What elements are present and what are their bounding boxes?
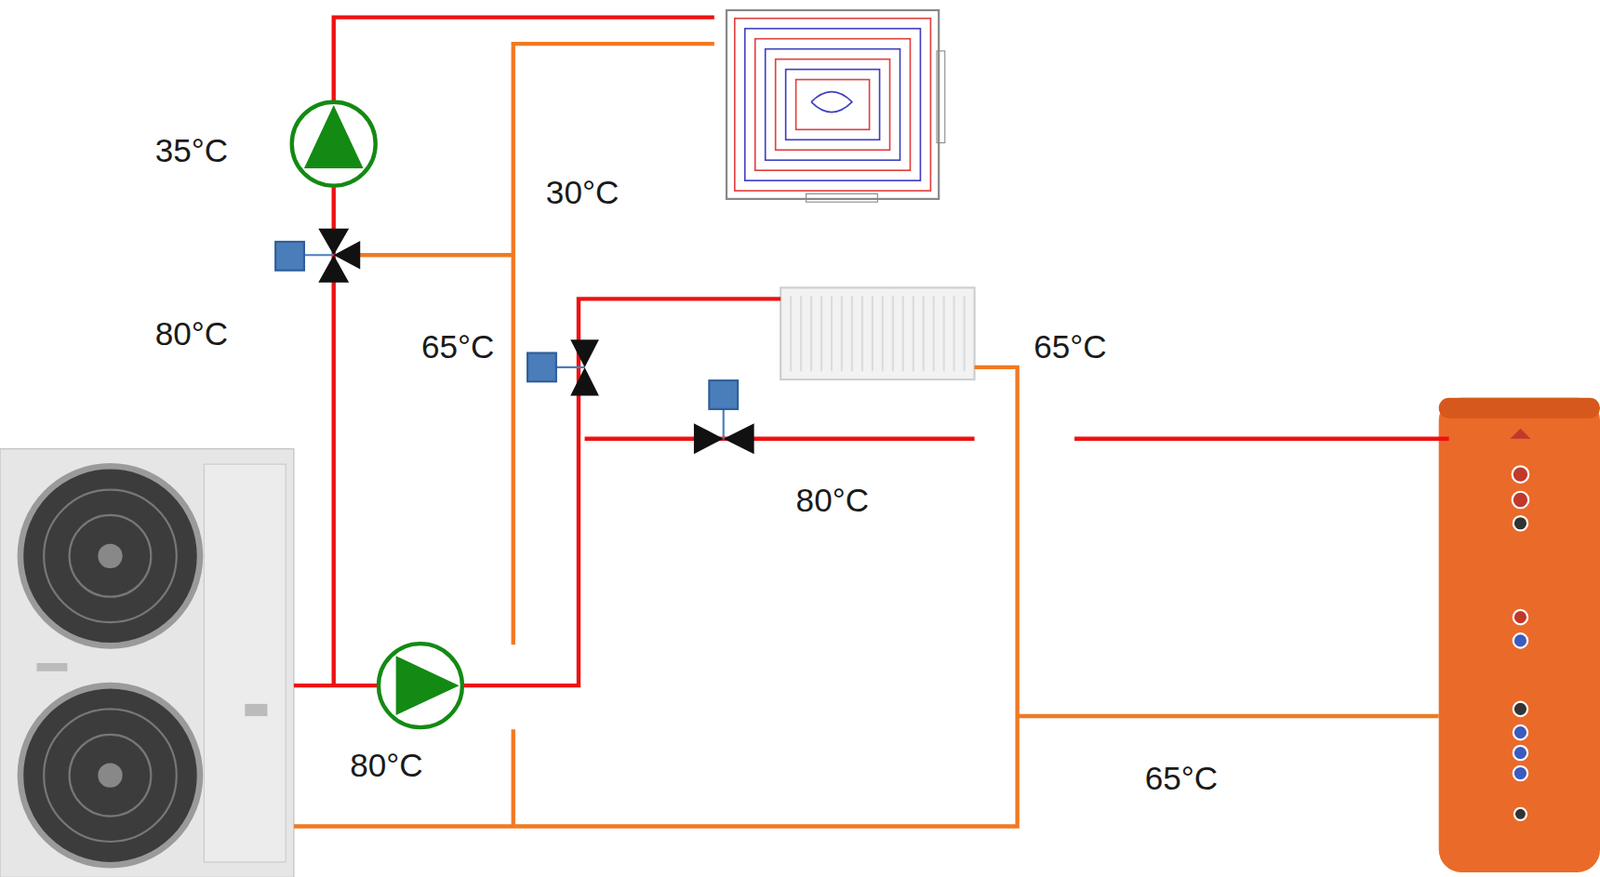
floor-heating	[726, 10, 946, 202]
storage-tank	[1439, 398, 1600, 873]
radiator	[780, 287, 974, 380]
temperature-label: 80°C	[349, 747, 423, 785]
temperature-label: 65°C	[1033, 329, 1107, 366]
return-pipes	[293, 43, 1440, 827]
temperature-label: 65°C	[421, 329, 494, 366]
temperature-label: 30°C	[546, 175, 619, 213]
temperature-label: 80°C	[796, 482, 869, 520]
temperature-label: 80°C	[155, 316, 228, 353]
temperature-label: 35°C	[155, 133, 228, 171]
heat-pump-unit	[0, 449, 294, 877]
valve-symbol	[275, 228, 754, 454]
supply-pipes	[293, 17, 1450, 686]
temperature-label: 65°C	[1145, 760, 1218, 798]
pump-symbol	[292, 102, 463, 728]
